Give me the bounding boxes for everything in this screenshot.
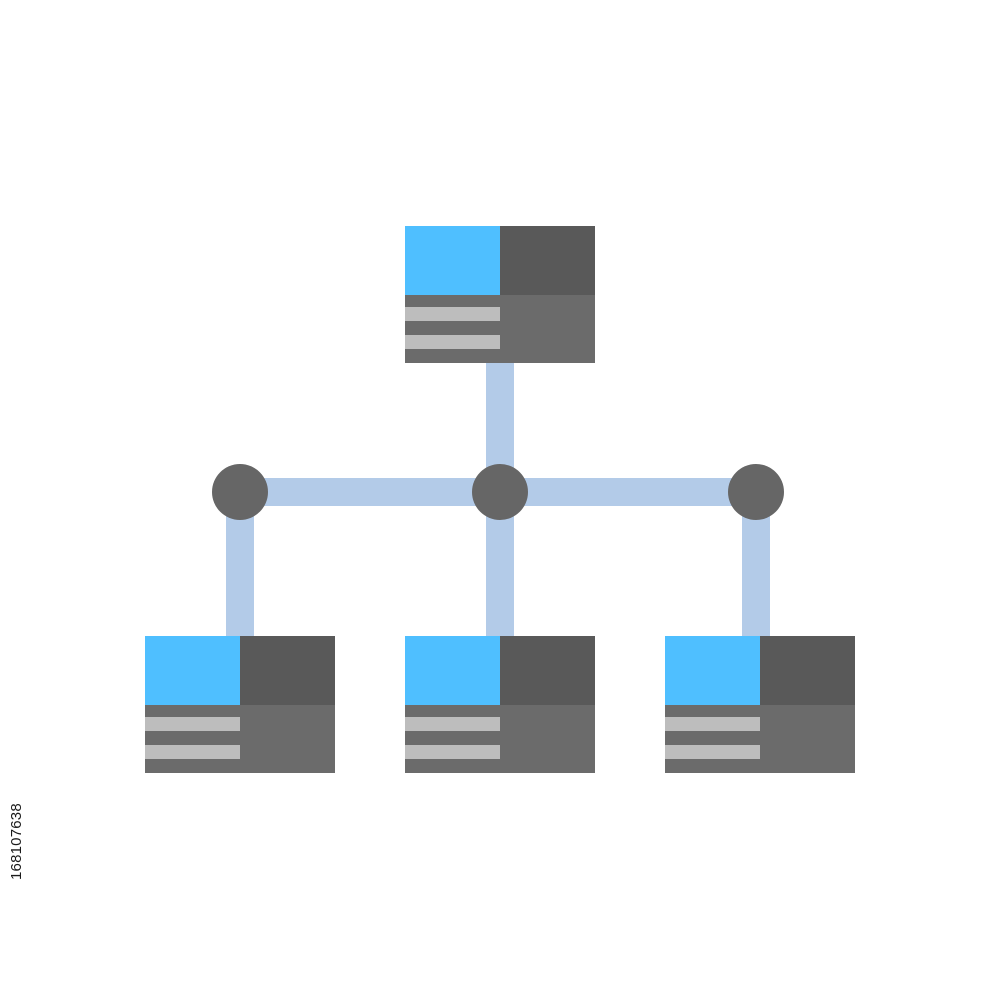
node-dark-panel	[240, 636, 335, 705]
junction-points	[212, 464, 784, 520]
child-node-left	[145, 636, 335, 773]
node-accent-panel	[145, 636, 240, 705]
node-line-2	[405, 745, 500, 759]
node-dark-panel	[500, 636, 595, 705]
junction-left	[212, 464, 268, 520]
node-line-2	[405, 335, 500, 349]
node-line-1	[145, 717, 240, 731]
node-dark-panel	[760, 636, 855, 705]
node-accent-panel	[405, 226, 500, 295]
node-line-1	[665, 717, 760, 731]
node-line-2	[145, 745, 240, 759]
node-accent-panel	[405, 636, 500, 705]
node-dark-panel	[500, 226, 595, 295]
child-node-right	[665, 636, 855, 773]
node-accent-panel	[665, 636, 760, 705]
node-line-1	[405, 717, 500, 731]
child-node-center	[405, 636, 595, 773]
node-line-1	[405, 307, 500, 321]
junction-center	[472, 464, 528, 520]
stock-id-text: 168107638	[8, 803, 25, 880]
junction-right	[728, 464, 784, 520]
node-line-2	[665, 745, 760, 759]
root-node	[405, 226, 595, 363]
